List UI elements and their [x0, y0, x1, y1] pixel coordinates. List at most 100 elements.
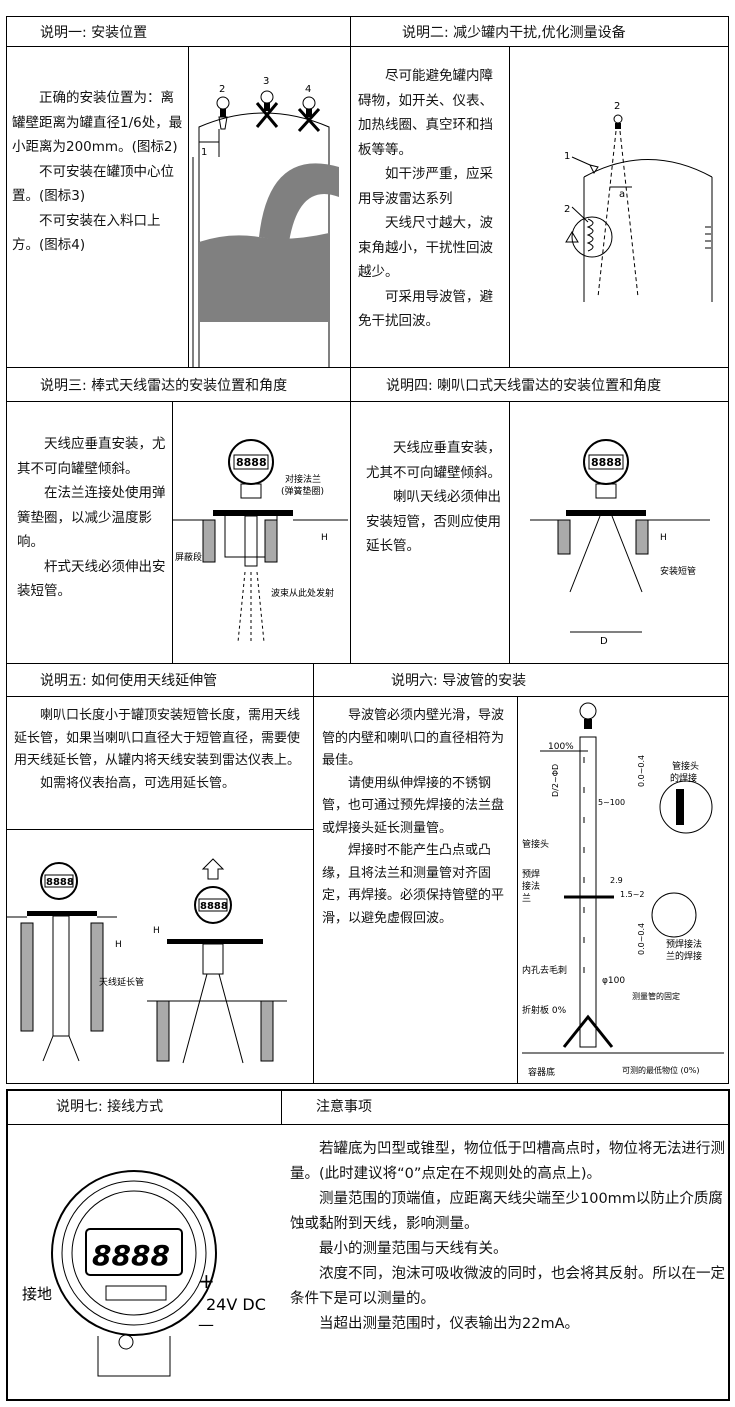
s5-text-divider [6, 829, 314, 830]
s4-body: 天线应垂直安装，尤其不可向罐壁倾斜。 喇叭天线必须伸出安装短管，否则应使用延长管… [366, 436, 506, 559]
s1-para: 不可安装在罐顶中心位置。(图标3) [12, 163, 174, 205]
s3-h-label: H [321, 533, 328, 543]
s1-vertical-divider [188, 46, 189, 368]
s8-para: 当超出测量范围时，仪表输出为22mA。 [319, 1316, 579, 1332]
s4-d-label: D [600, 636, 608, 647]
s6-para: 导波管必须内壁光滑，导波管的内壁和喇叭口的直径相符为最佳。 [322, 708, 505, 768]
s6-100-label: 100% [548, 742, 574, 752]
s7-display: 8888 [92, 1239, 170, 1272]
s2-diagram: 2 1 a 2 [564, 101, 713, 302]
s6-hole-label: 内孔去毛刺 [522, 964, 567, 976]
s6-refl-label: 折射板 0% [522, 1004, 567, 1016]
s4-para: 喇叭天线必须伸出安装短管，否则应使用延长管。 [366, 489, 501, 554]
s5-ext-label: 天线延长管 [99, 976, 144, 988]
s2-para: 如干涉严重，应采用导波雷达系列 [358, 166, 493, 207]
s2-title: 说明二: 减少罐内干扰,优化测量设备 [402, 25, 626, 41]
s6-weld1-label: 管接头 [672, 760, 699, 772]
s2-label-2: 2 [614, 101, 620, 112]
arrow-up-icon [201, 858, 225, 880]
s4-pipe-label: 安装短管 [660, 565, 696, 577]
s6-bottom-label: 容器底 [528, 1066, 555, 1078]
s3-title: 说明三: 棒式天线雷达的安装位置和角度 [40, 378, 288, 394]
s6-weld1b-label: 的焊接 [670, 772, 697, 784]
s4-vertical-divider [509, 401, 510, 664]
s8-body: 若罐底为凹型或锥型，物位低于凹槽高点时，物位将无法进行测量。(此时建议将“0”点… [290, 1137, 726, 1337]
s3-diagram: 8888 对接法兰 (弹簧垫圈) H 屏蔽段 波束从此处发射 [173, 439, 348, 643]
s3-washer-label: (弹簧垫圈) [281, 485, 324, 497]
s5-diagram: 8888 H 天线延长管 8888 H [7, 858, 287, 1064]
s5-para: 喇叭口长度小于罐顶安装短管长度，需用天线延长管，如果当喇叭口直径大于短管直径，需… [14, 708, 301, 768]
s6-dia-label: φ100 [602, 976, 625, 986]
s5-body: 喇叭口长度小于罐顶安装短管长度，需用天线延长管，如果当喇叭口直径大于短管直径，需… [14, 705, 304, 795]
s7-wiring-diagram: 8888 接地 + 24V DC — [22, 1170, 266, 1377]
s1-diagram: 2 3 4 1 [192, 76, 339, 367]
s2-para: 天线尺寸越大，波束角越小，干扰性回波越少。 [358, 215, 493, 280]
section-6-box [313, 663, 729, 1084]
s7-volt-label: 24V DC [206, 1295, 266, 1314]
row3-header-divider [6, 696, 729, 697]
s5-display-right: 8888 [200, 901, 228, 912]
s3-flange-label: 对接法兰 [285, 473, 321, 485]
s4-h-label: H [660, 533, 667, 543]
s7-vertical-divider [281, 1089, 282, 1124]
s6-body: 导波管必须内壁光滑，导波管的内壁和喇叭口的直径相符为最佳。 请使用纵伸焊接的不锈… [322, 705, 514, 930]
s2-body: 尽可能避免罐内障碍物，如开关、仪表、加热线圈、真空环和挡板等等。 如干涉严重，应… [358, 64, 506, 334]
s4-diagram: 8888 D H 安装短管 [530, 439, 710, 647]
s2-para: 尽可能避免罐内障碍物，如开关、仪表、加热线圈、真空环和挡板等等。 [358, 68, 493, 158]
s1-label-4: 4 [305, 84, 311, 95]
s1-para: 不可安装在入料口上方。(图标4) [12, 212, 161, 254]
s6-weld2-label: 预焊接法 [666, 938, 702, 950]
s3-vertical-divider [172, 401, 173, 664]
s5-h-left: H [115, 940, 122, 950]
s6-flangew3-label: 兰 [522, 892, 531, 904]
s6-d29-label: 2.9 [610, 876, 623, 885]
s8-para: 测量范围的顶端值，应距离天线尖端至少100mm以防止介质腐蚀或黏附到天线，影响测… [290, 1191, 723, 1232]
s6-para: 请使用纵伸焊接的不锈钢管，也可通过预先焊接的法兰盘或焊接头延长测量管。 [322, 775, 505, 836]
s1-label-1: 1 [201, 147, 207, 158]
s7-ground-label: 接地 [22, 1285, 52, 1303]
s5-display-left: 8888 [46, 877, 74, 888]
s6-flangew-label: 预焊 [522, 868, 540, 880]
s3-body: 天线应垂直安装，尤其不可向罐壁倾斜。 在法兰连接处使用弹簧垫圈，以减少温度影响。… [17, 432, 169, 604]
s5-h-right: H [153, 926, 160, 936]
row4-header-divider [6, 1124, 730, 1125]
s7-minus-label: — [198, 1315, 214, 1334]
s2-para: 可采用导波管，避免干扰回波。 [358, 288, 493, 330]
s6-min-label: 可测的最低物位 (0%) [622, 1065, 699, 1075]
s6-joint-label: 管接头 [522, 838, 549, 850]
s2-vertical-divider [509, 46, 510, 368]
s1-title: 说明一: 安装位置 [40, 25, 148, 41]
s6-d04-label: 0.0~0.4 [637, 755, 646, 787]
s7-plus-label: + [198, 1269, 215, 1293]
s6-flangew2-label: 接法 [522, 880, 540, 892]
s6-d152-label: 1.5~2 [620, 890, 645, 899]
s5-title: 说明五: 如何使用天线延伸管 [40, 673, 218, 689]
s1-body: 正确的安装位置为：离罐壁距离为罐直径1/6处，最小距离为200mm。(图标2) … [12, 86, 184, 258]
s8-para: 浓度不同，泡沫可吸收微波的同时，也会将其反射。所以在一定条件下是可以测量的。 [290, 1266, 725, 1307]
s4-para: 天线应垂直安装，尤其不可向罐壁倾斜。 [366, 440, 501, 481]
s3-para: 天线应垂直安装，尤其不可向罐壁倾斜。 [17, 436, 166, 477]
s1-label-2: 2 [219, 84, 225, 95]
s7-title: 说明七: 接线方式 [56, 1099, 164, 1115]
radar-crossed-icon [255, 90, 279, 128]
s4-title: 说明四: 喇叭口式天线雷达的安装位置和角度 [386, 378, 662, 394]
s3-para: 在法兰连接处使用弹簧垫圈，以减少温度影响。 [17, 485, 166, 550]
s8-para: 最小的测量范围与天线有关。 [319, 1241, 508, 1257]
section-7-8-box [6, 1089, 730, 1401]
s6-r2-label: D/2~ΦD [551, 764, 560, 797]
s6-diagram: 100% 管接头 5~100 D/2~ΦD 0.0~0.4 管接头 的焊接 预焊… [522, 702, 724, 1078]
s6-fix-label: 测量管的固定 [632, 991, 680, 1001]
s5-para: 如需将仪表抬高，可选用延长管。 [40, 775, 236, 791]
s6-r1-label: 5~100 [598, 798, 625, 807]
s2-label-a: a [619, 189, 625, 200]
s2-label-1: 1 [564, 151, 570, 162]
s6-vertical-divider [517, 696, 518, 1084]
s3-para: 杆式天线必须伸出安装短管。 [17, 558, 166, 600]
radar-icon [216, 96, 230, 130]
s6-d04b-label: 0.0~0.4 [637, 923, 646, 955]
s3-emit-label: 波束从此处发射 [271, 587, 334, 599]
s6-title: 说明六: 导波管的安装 [391, 673, 527, 689]
radar-crossed-icon [297, 96, 321, 133]
s2-label-2b: 2 [564, 204, 570, 215]
row1-header-divider [6, 46, 729, 47]
